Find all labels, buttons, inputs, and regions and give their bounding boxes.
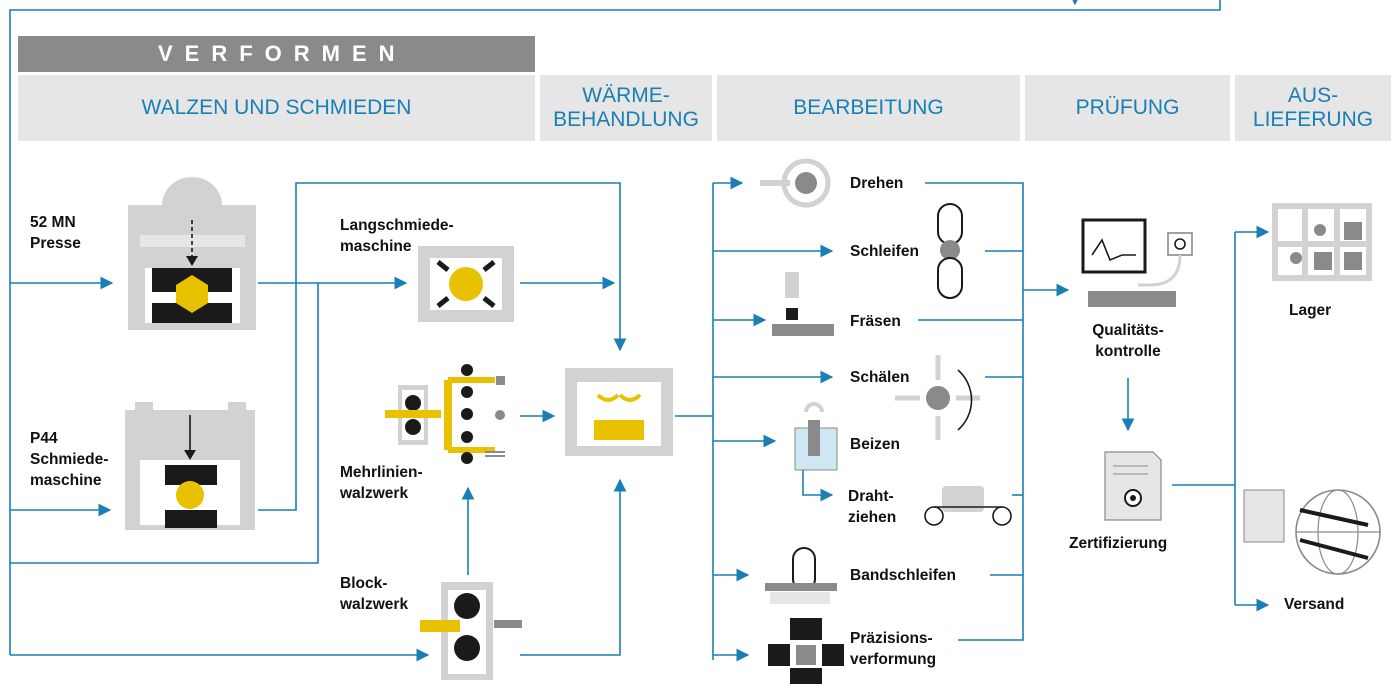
label-schleifen: Schleifen — [850, 243, 919, 260]
label-52mn-line1: 52 MN — [30, 214, 76, 231]
label-praez-line1: Präzisions- — [850, 630, 933, 647]
label-fraesen: Fräsen — [850, 313, 901, 330]
collector-right — [925, 182, 1024, 641]
stage-walzen-label: WALZEN UND SCHMIEDEN — [141, 96, 412, 119]
label-qk-line2: kontrolle — [1095, 343, 1161, 360]
label-langschmiede: Langschmiede- maschine — [340, 215, 454, 257]
p44-up-line — [258, 182, 627, 511]
bandschleifen-icon — [765, 547, 837, 604]
label-mehr-line2: walzwerk — [340, 485, 409, 502]
label-p44-line3: maschine — [30, 472, 102, 489]
label-draht-line1: Draht- — [848, 488, 894, 505]
stage-waermebehandlung: WÄRME- BEHANDLUNG — [540, 75, 712, 141]
stage-bearbeitung-label: BEARBEITUNG — [793, 96, 944, 119]
label-lang-line2: maschine — [340, 238, 412, 255]
stage-auslieferung: AUS- LIEFERUNG — [1235, 75, 1391, 141]
drehen-icon — [760, 158, 831, 208]
label-mehr-line1: Mehrlinien- — [340, 464, 423, 481]
label-52mn-line2: Presse — [30, 235, 81, 252]
top-return-line — [9, 0, 1221, 150]
label-beizen: Beizen — [850, 436, 900, 453]
stage-bearbeitung: BEARBEITUNG — [717, 75, 1020, 141]
versand-icon — [1243, 489, 1381, 575]
label-p44: P44 Schmiede- maschine — [30, 428, 108, 491]
label-drehen: Drehen — [850, 175, 904, 192]
press-52mn-icon — [128, 177, 256, 330]
stage-pruefung: PRÜFUNG — [1025, 75, 1230, 141]
label-qualitaetskontrolle: Qualitäts- kontrolle — [1072, 320, 1184, 362]
schaelen-icon — [895, 355, 980, 440]
line-mid-left — [10, 283, 319, 564]
stage-aus-label-2: LIEFERUNG — [1252, 108, 1374, 131]
label-zertifizierung: Zertifizierung — [1069, 535, 1168, 552]
beizen-icon — [794, 402, 838, 471]
furnace-icon — [565, 368, 673, 456]
stage-walzen-und-schmieden: WALZEN UND SCHMIEDEN — [18, 75, 535, 141]
label-praezisionsverformung: Präzisions- verformung — [850, 628, 936, 670]
arrow-draht — [802, 470, 834, 502]
label-bandschleifen: Bandschleifen — [850, 567, 956, 584]
block-mill-icon — [420, 582, 522, 680]
drahtziehen-icon — [924, 486, 1012, 526]
block-to-furnace — [520, 478, 627, 656]
stage-pruefung-label: PRÜFUNG — [1075, 96, 1180, 119]
praezision-icon — [768, 618, 844, 684]
label-schaelen: Schälen — [850, 369, 910, 386]
label-52mn-presse: 52 MN Presse — [30, 212, 81, 254]
label-qk-line1: Qualitäts- — [1092, 322, 1164, 339]
fraesen-icon — [772, 272, 834, 336]
label-p44-line1: P44 — [30, 430, 58, 447]
label-praez-line2: verformung — [850, 651, 937, 668]
multiline-mill-icon — [385, 364, 505, 464]
stage-waerme-label-2: BEHANDLUNG — [553, 108, 699, 131]
monitor-icon — [1081, 218, 1193, 307]
lager-icon — [1272, 203, 1372, 281]
label-lager: Lager — [1289, 302, 1332, 319]
schleifen-icon — [937, 203, 963, 299]
certificate-icon — [1104, 451, 1162, 521]
stage-banner-verformen: VERFORMEN — [18, 36, 535, 72]
stage-waerme-label-1: WÄRME- — [582, 84, 670, 107]
label-lang-line1: Langschmiede- — [340, 217, 454, 234]
label-p44-line2: Schmiede- — [30, 451, 109, 468]
lang-forge-icon — [418, 246, 514, 322]
label-versand: Versand — [1284, 596, 1345, 613]
label-block-line2: walzwerk — [340, 596, 409, 613]
label-blockwalzwerk: Block- walzwerk — [340, 573, 408, 615]
stage-aus-label-1: AUS- — [1287, 84, 1339, 107]
label-draht-line2: ziehen — [848, 509, 897, 526]
label-block-line1: Block- — [340, 575, 388, 592]
label-mehrlinien: Mehrlinien- walzwerk — [340, 462, 423, 504]
label-drahtziehen: Draht- ziehen — [848, 486, 896, 528]
press-p44-icon — [125, 402, 255, 530]
